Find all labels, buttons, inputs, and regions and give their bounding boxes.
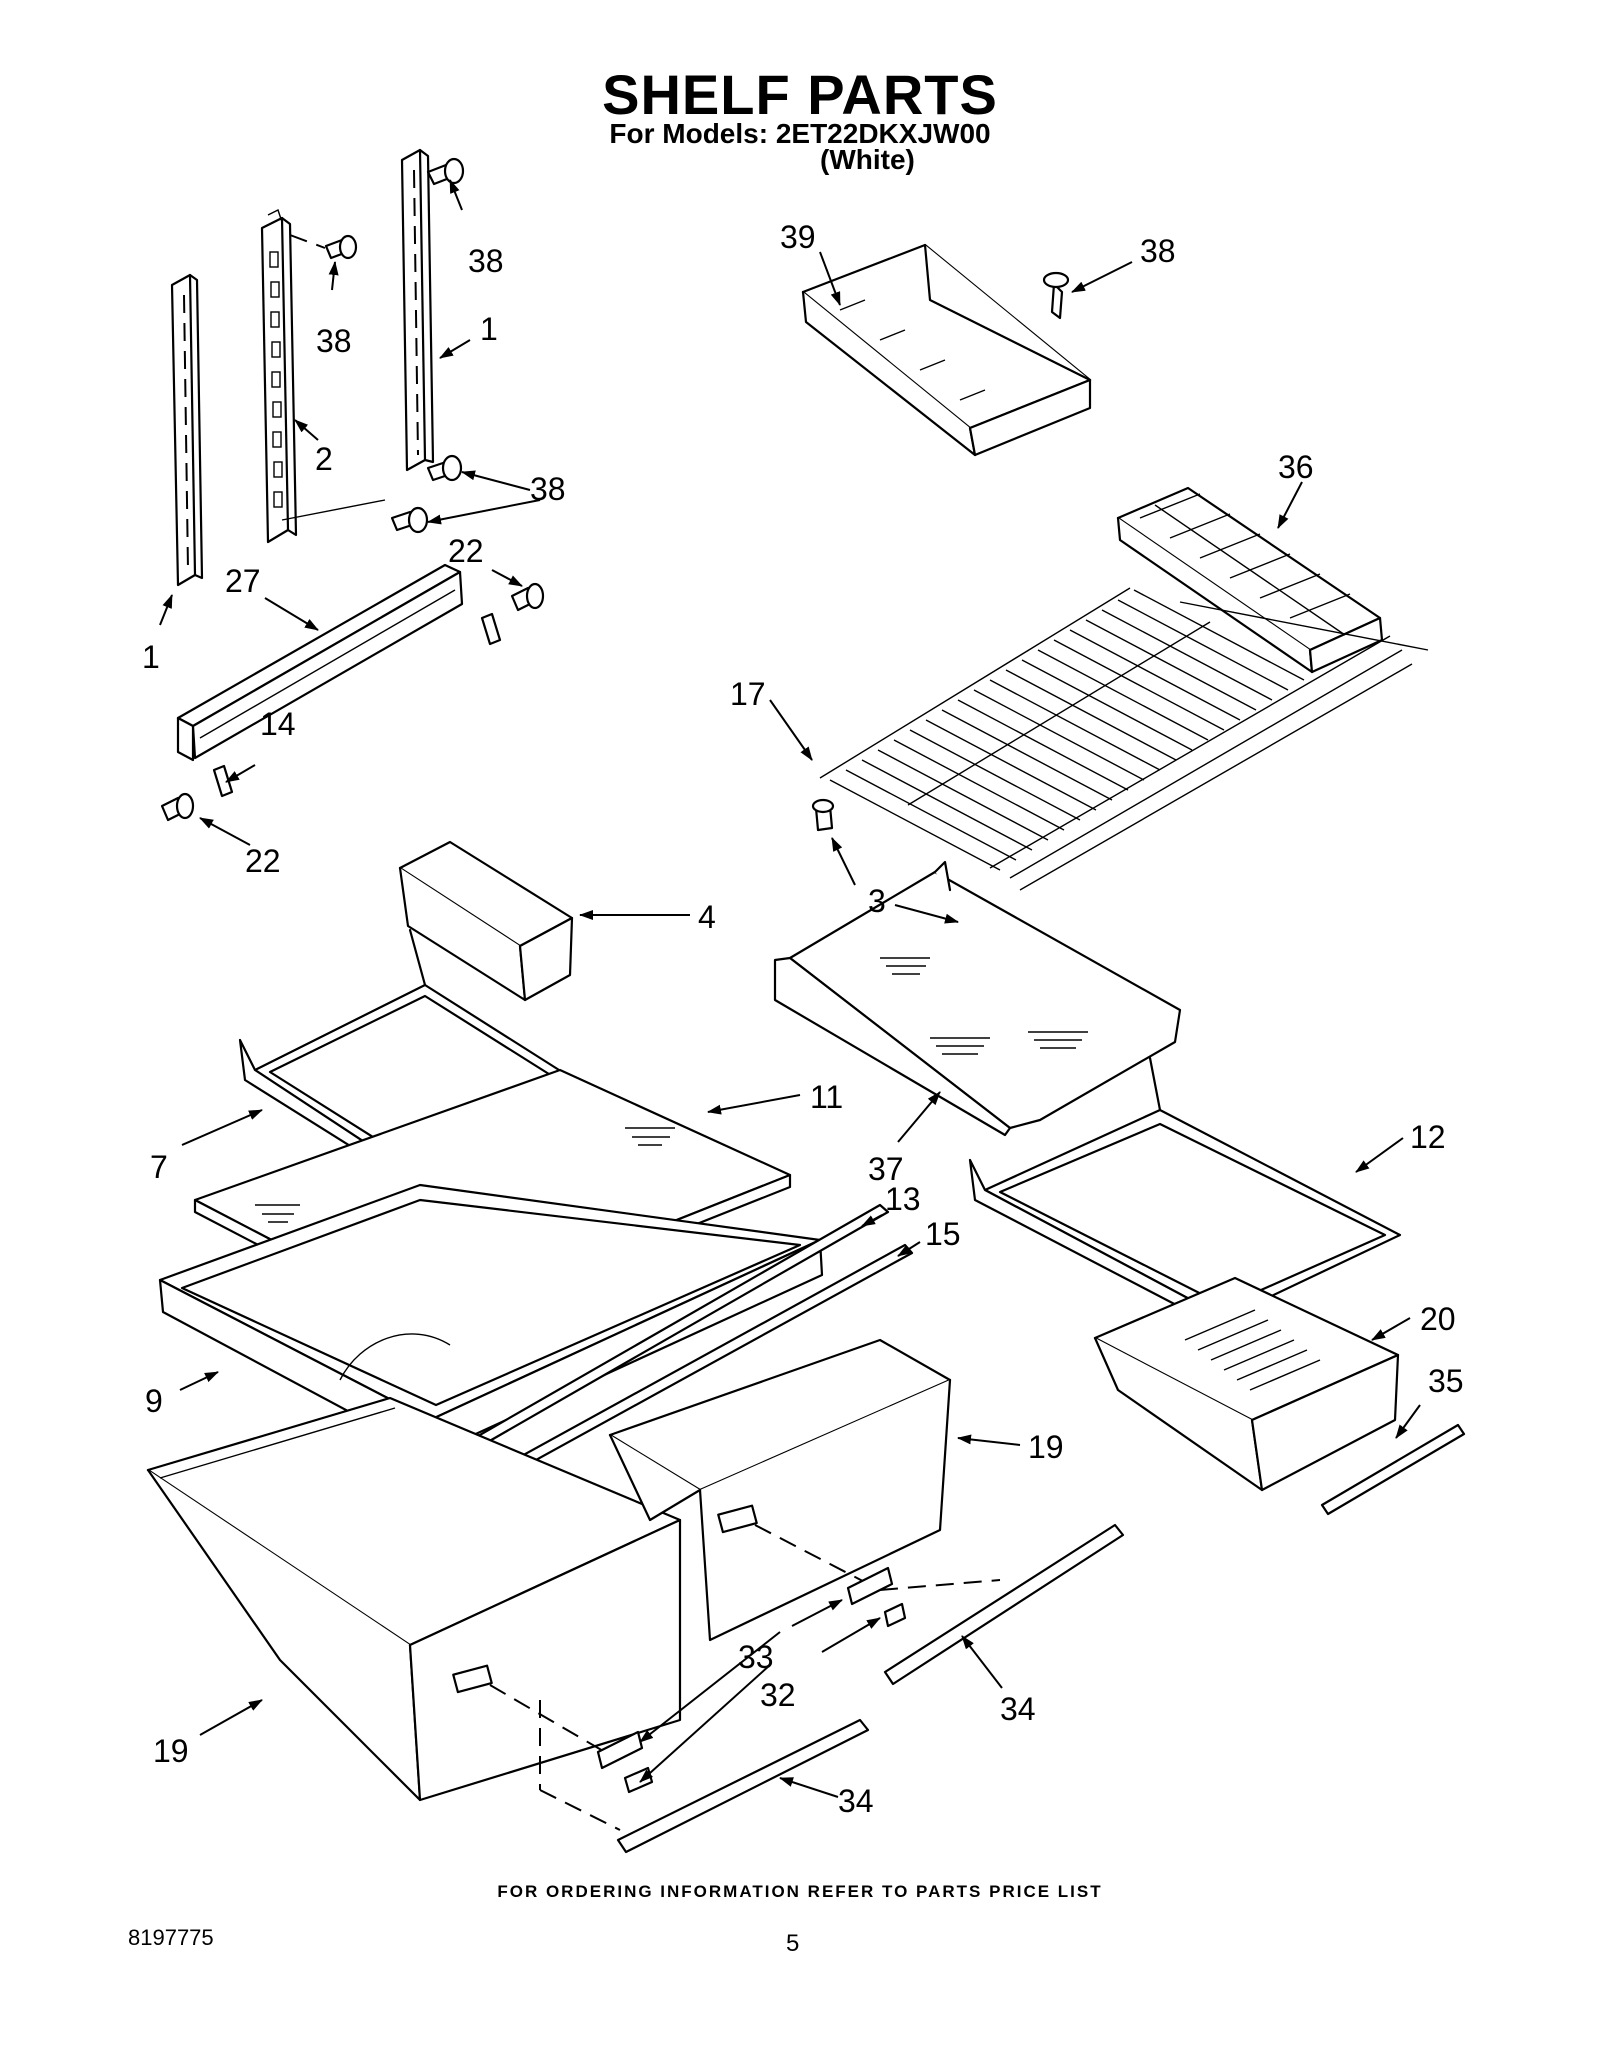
callout-2: 2 bbox=[315, 441, 333, 477]
callout-1: 1 bbox=[142, 639, 160, 675]
shelf-trim-27 bbox=[176, 563, 464, 762]
callout-34: 34 bbox=[1000, 1691, 1036, 1727]
trim-35 bbox=[1320, 1423, 1466, 1516]
ordering-note: FOR ORDERING INFORMATION REFER TO PARTS … bbox=[497, 1882, 1103, 1901]
ice-tray-36 bbox=[1116, 486, 1384, 674]
screw-38-mid bbox=[426, 454, 463, 482]
document-number: 8197775 bbox=[128, 1925, 214, 1950]
callout-38: 38 bbox=[316, 323, 352, 359]
crisper-drawer-19-left bbox=[146, 1396, 682, 1802]
clip-32-left bbox=[623, 1766, 654, 1794]
shelf-37 bbox=[773, 860, 1182, 1137]
callout-19: 19 bbox=[153, 1733, 189, 1769]
callout-20: 20 bbox=[1420, 1301, 1456, 1337]
clip-14-right bbox=[480, 612, 502, 646]
page-number: 5 bbox=[786, 1930, 800, 1957]
screw-38-top bbox=[426, 157, 465, 186]
callout-labels: 38 38 1 2 38 22 27 1 14 22 39 38 36 17 3… bbox=[142, 219, 1464, 1819]
clip-32-right bbox=[883, 1602, 907, 1628]
trim-34-left bbox=[616, 1718, 870, 1854]
callout-22: 22 bbox=[245, 843, 281, 879]
meat-drawer-20 bbox=[1093, 1276, 1400, 1492]
clip-14-left bbox=[212, 764, 234, 798]
callout-1: 1 bbox=[480, 311, 498, 347]
screw-38-tray bbox=[1042, 271, 1070, 320]
callout-4: 4 bbox=[698, 899, 716, 935]
trim-34-right bbox=[883, 1523, 1125, 1686]
callout-3: 3 bbox=[868, 883, 886, 919]
rail-right bbox=[400, 148, 435, 472]
callout-15: 15 bbox=[925, 1216, 961, 1252]
rail-left bbox=[170, 273, 204, 587]
rail-center bbox=[260, 209, 386, 544]
callout-32: 32 bbox=[760, 1677, 796, 1713]
bin-4 bbox=[398, 840, 574, 1002]
dashed-guides bbox=[489, 1524, 1001, 1831]
model-line: For Models: 2ET22DKXJW00 bbox=[609, 118, 991, 149]
callout-9: 9 bbox=[145, 1383, 163, 1419]
callout-11: 11 bbox=[810, 1079, 843, 1115]
tray-39 bbox=[801, 243, 1092, 457]
callout-38: 38 bbox=[468, 243, 504, 279]
callout-34: 34 bbox=[838, 1783, 874, 1819]
callout-37: 37 bbox=[868, 1151, 904, 1187]
callout-13: 13 bbox=[885, 1181, 921, 1217]
callout-12: 12 bbox=[1410, 1119, 1446, 1155]
screw-38-upper-left bbox=[324, 234, 358, 260]
wire-shelf-17 bbox=[819, 587, 1429, 891]
slide-33-right bbox=[846, 1566, 894, 1606]
pin-3-top bbox=[811, 798, 835, 832]
callout-36: 36 bbox=[1278, 449, 1314, 485]
callout-17: 17 bbox=[730, 676, 766, 712]
callout-22: 22 bbox=[448, 533, 484, 569]
callout-7: 7 bbox=[150, 1149, 168, 1185]
callout-39: 39 bbox=[780, 219, 816, 255]
callout-14: 14 bbox=[260, 706, 296, 742]
screw-22-left bbox=[160, 792, 195, 822]
leader-lines bbox=[159, 179, 1421, 1798]
color-variant: (White) bbox=[820, 144, 915, 175]
page-title: SHELF PARTS bbox=[602, 63, 998, 126]
callout-19: 19 bbox=[1028, 1429, 1064, 1465]
slide-33-left bbox=[596, 1730, 644, 1770]
callout-35: 35 bbox=[1428, 1363, 1464, 1399]
screw-38-lower bbox=[390, 506, 429, 534]
callout-38: 38 bbox=[1140, 233, 1176, 269]
callout-33: 33 bbox=[738, 1639, 774, 1675]
crisper-drawer-19-right bbox=[608, 1338, 952, 1642]
callout-38: 38 bbox=[530, 471, 566, 507]
callout-27: 27 bbox=[225, 563, 261, 599]
screw-22-right bbox=[510, 582, 545, 612]
